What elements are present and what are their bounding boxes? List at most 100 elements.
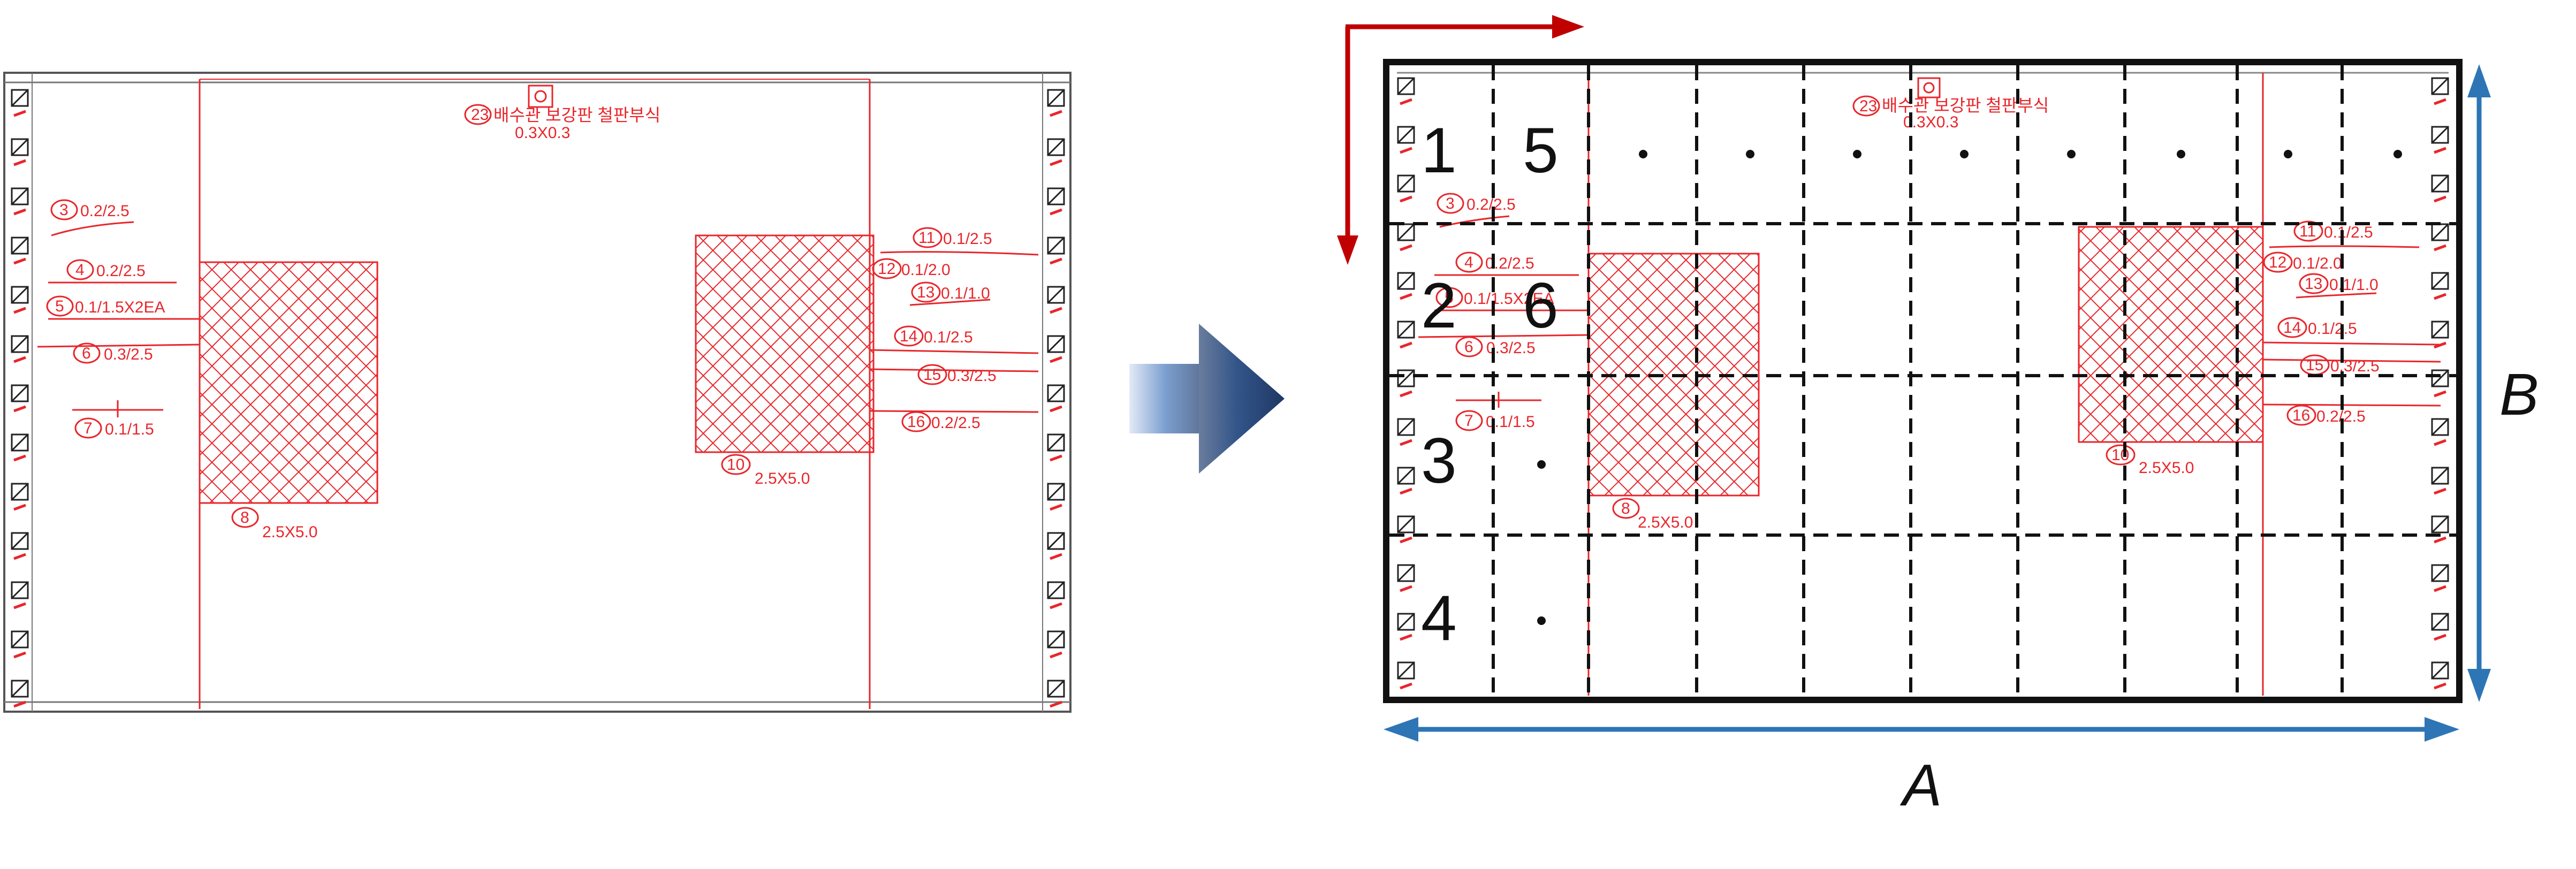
hatched-area-8 [199, 261, 378, 504]
annotation-value: 0.3/2.5 [104, 346, 153, 363]
marker-square [1397, 223, 1415, 251]
marker-square [1397, 321, 1415, 349]
title-number: 23 [471, 106, 489, 124]
annotation-value: 0.1/2.5 [2308, 320, 2357, 338]
annotation-number: 14 [900, 327, 917, 345]
marker-square [2431, 126, 2449, 154]
annotation-value: 0.2/2.5 [931, 414, 981, 432]
hatch-size: 2.5X5.0 [1638, 514, 1693, 531]
grid-dots [1537, 150, 2402, 625]
annotation-value: 0.1/2.0 [2293, 255, 2342, 272]
annotation-number: 11 [2299, 223, 2316, 240]
marker-square [11, 384, 29, 413]
annotation-value: 0.2/2.5 [1466, 196, 1516, 214]
marker-square [1047, 237, 1065, 265]
marker-square [11, 187, 29, 216]
grid-label-3: 3 [1421, 425, 1457, 497]
marker-square [1397, 515, 1415, 544]
marker-square [1047, 187, 1065, 216]
dashed-grid [1389, 65, 2457, 697]
marker-square [11, 335, 29, 363]
marker-square [1397, 126, 1415, 154]
marker-square [2431, 174, 2449, 203]
left-annotations: 3 0.2/2.5 4 0.2/2.5 5 0.1/1.5X2EA 6 0.3/… [37, 199, 200, 439]
annotation-value: 0.1/1.0 [941, 285, 990, 302]
annotation-number: 11 [918, 229, 935, 247]
annotation-number: 5 [1445, 289, 1454, 307]
grid-dot [1853, 150, 1861, 158]
annotation-number: 13 [2305, 275, 2322, 293]
grid-dot [2393, 150, 2402, 158]
marker-square [2431, 613, 2449, 641]
marker-square [1047, 483, 1065, 511]
marker-square [1047, 286, 1065, 314]
dimension-arrow-a [1384, 717, 2459, 742]
dimension-arrow-b [2467, 64, 2491, 702]
annotation-number: 3 [1446, 195, 1455, 212]
left-marker-column [11, 89, 29, 708]
annotation-number: 16 [907, 413, 925, 431]
right-annotations: 11 0.1/2.5 12 0.1/2.0 13 0.1/1.0 14 0.1/… [2262, 220, 2441, 426]
annotation-number: 4 [75, 261, 85, 279]
marker-square [1047, 630, 1065, 659]
hatch-number: 8 [240, 509, 249, 527]
hatch-number: 10 [727, 456, 744, 474]
marker-square [1047, 680, 1065, 708]
annotation-value: 0.1/1.5X2EA [1464, 290, 1554, 308]
grid-dot [1639, 150, 1647, 158]
marker-square [1047, 335, 1065, 363]
grid-label-4: 4 [1421, 582, 1457, 654]
left-marker-column [1397, 77, 1415, 690]
annotation-number: 14 [2283, 319, 2301, 337]
marker-square [11, 483, 29, 511]
annotation-number: 5 [55, 298, 64, 315]
marker-square [1397, 77, 1415, 105]
marker-square [1397, 369, 1415, 398]
gridded-drawing: 23 배수관 보강판 철판부식 0.3X0.3 3 0.2/2.5 4 0.2/… [1337, 15, 2539, 818]
hatched-area-10 [2078, 226, 2264, 443]
marker-square [2431, 272, 2449, 300]
right-marker-column [1047, 89, 1065, 708]
title-size: 0.3X0.3 [1903, 113, 1958, 131]
marker-square [11, 581, 29, 609]
marker-square [2431, 418, 2449, 446]
annotation-value: 0.1/2.5 [943, 230, 992, 248]
axis-label-b: B [2499, 362, 2539, 428]
hatch-size: 2.5X5.0 [2139, 459, 2194, 477]
marker-square [11, 630, 29, 659]
original-drawing: 23 배수관 보강판 철판부식 0.3X0.3 3 0.2/2.5 4 0.2/… [3, 72, 1072, 713]
marker-square [2431, 223, 2449, 251]
marker-square [1047, 89, 1065, 117]
marker-square [11, 89, 29, 117]
marker-square [11, 237, 29, 265]
grid-dot [2177, 150, 2185, 158]
annotation-number: 16 [2292, 407, 2310, 424]
scan-direction-arrows [1337, 15, 1584, 265]
annotation-value: 0.1/1.0 [2329, 276, 2379, 294]
title-text: 배수관 보강판 철판부식 [1882, 96, 2049, 115]
marker-square [1397, 418, 1415, 446]
marker-square [2431, 321, 2449, 349]
marker-square [1397, 661, 1415, 690]
annotation-number: 15 [923, 366, 941, 384]
grid-outline [1383, 59, 2463, 703]
hatch-size: 2.5X5.0 [755, 470, 810, 487]
marker-square [1047, 581, 1065, 609]
marker-square [1397, 467, 1415, 495]
title-size: 0.3X0.3 [515, 124, 570, 142]
annotation-value: 0.1/2.0 [901, 261, 951, 279]
marker-square [2431, 369, 2449, 398]
transform-arrow [1129, 324, 1285, 474]
marker-square [11, 680, 29, 708]
marker-square [2431, 564, 2449, 592]
annotation-number: 12 [878, 260, 895, 278]
marker-square [1397, 174, 1415, 203]
marker-square [2431, 515, 2449, 544]
marker-square [1397, 613, 1415, 641]
grid-dot [2284, 150, 2292, 158]
marker-square [2431, 661, 2449, 690]
original-frame [3, 72, 1072, 713]
annotation-value: 0.2/2.5 [80, 202, 130, 220]
marker-square [1397, 564, 1415, 592]
